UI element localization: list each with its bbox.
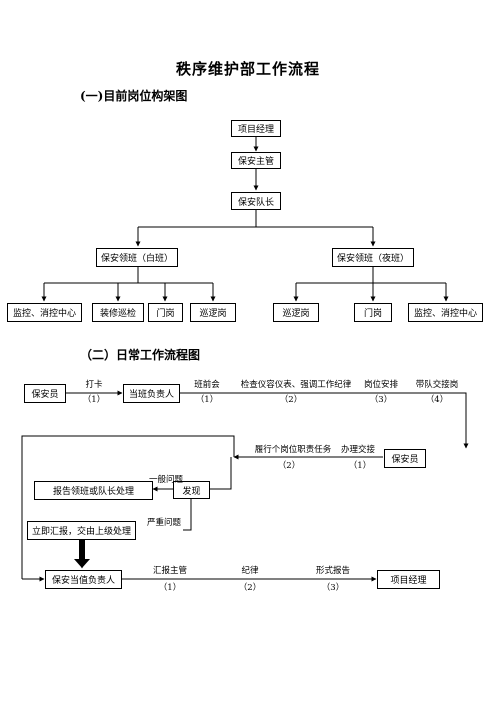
arrow-leader-to-guard2: [180, 392, 469, 449]
page-title: 秩序维护部工作流程: [175, 60, 320, 78]
label-handover-process: 办理交接: [340, 445, 376, 455]
label-fulfill-duties: 履行个岗位职责任务: [254, 445, 332, 455]
label-step-briefing: 班前会: [194, 380, 220, 390]
label-report-supervisor-no: （1）: [158, 583, 182, 593]
label-discipline: 纪律: [241, 566, 259, 576]
label-general-issue: 一般问题: [148, 475, 184, 485]
label-handover-process-no: （1）: [348, 461, 372, 471]
label-step-inspection: 检查仪容仪表、强调工作纪律: [240, 380, 352, 390]
line-vertical-to-discover: [210, 457, 232, 490]
box-security-supervisor: 保安主管: [231, 152, 281, 169]
section-flow-heading: （二）日常工作流程图: [80, 348, 201, 362]
box-day-post-patrol: 巡逻岗: [190, 303, 236, 322]
label-formal-report-no: （3）: [321, 583, 345, 593]
box-night-post-patrol: 巡逻岗: [273, 303, 319, 322]
label-clock-in: 打卡: [85, 380, 103, 390]
box-project-manager-final: 项目经理: [377, 570, 440, 589]
line-left-spine: [21, 435, 235, 579]
box-guard-start: 保安员: [24, 384, 66, 403]
box-report-leader: 报告领班或队长处理: [34, 481, 153, 500]
box-project-manager: 项目经理: [231, 120, 281, 137]
label-formal-report: 形式报告: [315, 566, 351, 576]
line-discover-serious: [183, 498, 192, 531]
box-night-post-gate: 门岗: [354, 303, 392, 322]
label-clock-in-no: （1）: [82, 395, 106, 405]
label-step-briefing-no: （1）: [195, 395, 219, 405]
box-day-post-inspection: 装修巡检: [92, 303, 144, 322]
label-report-supervisor: 汇报主管: [152, 566, 188, 576]
thick-arrow-icon: [74, 540, 90, 568]
box-day-post-monitor: 监控、消控中心: [7, 303, 82, 322]
label-step-assignment: 岗位安排: [363, 380, 399, 390]
box-guard-duty: 保安员: [384, 449, 426, 468]
label-step-assignment-no: （3）: [369, 395, 393, 405]
box-security-captain: 保安队长: [231, 192, 281, 210]
box-night-post-monitor: 监控、消控中心: [408, 303, 483, 322]
label-serious-issue: 严重问题: [146, 518, 182, 528]
box-duty-officer: 保安当值负责人: [45, 570, 122, 589]
label-step-handover: 带队交接岗: [415, 380, 459, 390]
section-org-heading: (一)目前岗位构架图: [80, 89, 188, 103]
box-report-immediately: 立即汇报，交由上级处理: [27, 521, 136, 540]
box-shift-leader: 当班负责人: [123, 384, 180, 403]
box-night-shift-leader: 保安领班（夜班）: [332, 248, 414, 267]
label-step-handover-no: （4）: [425, 395, 449, 405]
box-day-post-gate: 门岗: [148, 303, 183, 322]
box-discover: 发现: [173, 481, 210, 499]
label-discipline-no: （2）: [238, 583, 262, 593]
label-step-inspection-no: （2）: [279, 395, 303, 405]
box-day-shift-leader: 保安领班（白班）: [96, 248, 178, 267]
label-fulfill-duties-no: （2）: [277, 461, 301, 471]
